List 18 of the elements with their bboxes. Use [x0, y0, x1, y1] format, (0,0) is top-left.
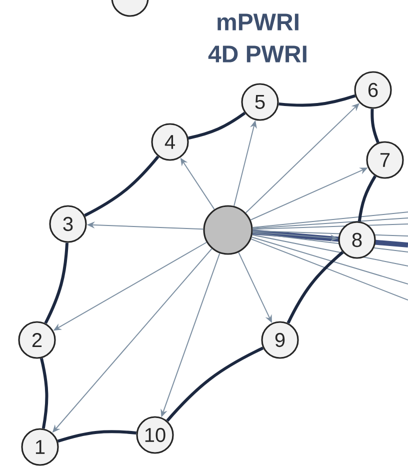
ring-line	[44, 242, 69, 324]
ring-line	[40, 358, 48, 429]
ring-line	[57, 430, 136, 443]
ring-line	[84, 156, 160, 217]
line	[251, 236, 408, 284]
hub-circle	[203, 205, 253, 255]
ring-line	[188, 112, 246, 140]
line	[252, 212, 408, 228]
ring-line	[166, 346, 264, 422]
ring-line	[358, 175, 377, 222]
line	[252, 218, 408, 229]
arrow	[245, 103, 360, 214]
subtitle: 4D PWRI	[208, 46, 306, 62]
ring-line	[286, 251, 344, 324]
ring-line	[278, 94, 356, 107]
ring-line	[370, 108, 380, 144]
line	[250, 238, 408, 300]
title: mPWRI	[218, 14, 298, 30]
